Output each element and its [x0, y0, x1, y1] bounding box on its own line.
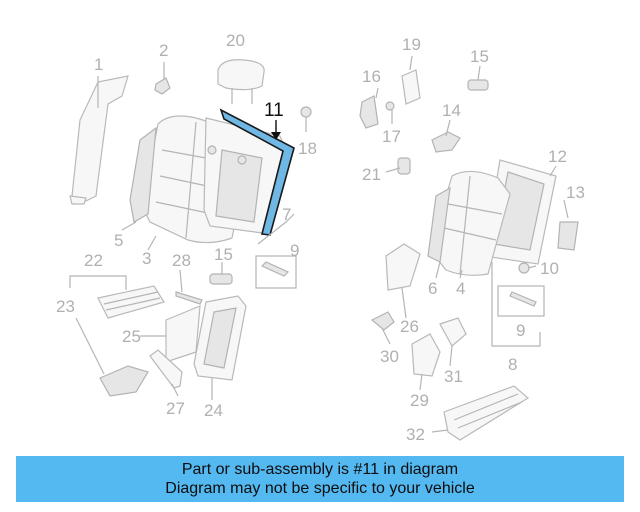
callout-25: 25 — [122, 327, 141, 346]
callout-14: 14 — [442, 101, 461, 120]
callout-17: 17 — [382, 127, 401, 146]
callout-32: 32 — [406, 425, 425, 444]
part-17-screw — [385, 101, 395, 111]
callout-leaders — [97, 55, 569, 433]
callout-8: 8 — [508, 355, 517, 374]
callout-15-left: 15 — [214, 245, 233, 264]
callout-20: 20 — [226, 31, 245, 50]
callout-13: 13 — [566, 183, 585, 202]
part-9-bolt-kit-right — [497, 285, 545, 317]
part-11-highlighted-strip — [219, 108, 295, 236]
callout-22: 22 — [84, 251, 103, 270]
part-8-leader — [491, 262, 541, 347]
part-30-clip — [370, 311, 395, 331]
callout-12: 12 — [548, 147, 567, 166]
callout-29: 29 — [410, 391, 429, 410]
callout-31: 31 — [444, 367, 463, 386]
part-20-headrest — [217, 59, 265, 104]
part-14-hinge — [431, 131, 461, 153]
callout-3: 3 — [142, 249, 151, 268]
callout-15-right: 15 — [470, 47, 489, 66]
part-18-cap — [300, 106, 312, 132]
callout-24: 24 — [204, 401, 223, 420]
part-25-panel — [165, 305, 201, 363]
part-32-rail — [443, 385, 530, 441]
part-16-bracket — [359, 95, 379, 129]
callout-10: 10 — [540, 259, 559, 278]
part-31-bracket — [439, 317, 467, 347]
callout-11-arrow — [271, 120, 281, 140]
part-9-bolt-kit-left — [255, 255, 297, 289]
part-15-bolt-left — [209, 273, 233, 285]
part-1-side-trim — [69, 75, 129, 205]
callout-23: 23 — [56, 297, 75, 316]
callout-27: 27 — [166, 399, 185, 418]
banner-line-1: Part or sub-assembly is #11 in diagram — [181, 461, 459, 478]
part-19-latch-cover — [401, 69, 421, 105]
part-2-clip — [154, 77, 171, 95]
part-29-bracket — [411, 333, 441, 377]
callout-28: 28 — [172, 251, 191, 270]
part-4-right-cushion — [429, 170, 511, 276]
part-10-nut — [518, 262, 530, 274]
callout-9-left: 9 — [290, 241, 299, 260]
part-21-plug — [397, 157, 411, 175]
info-banner: Part or sub-assembly is #11 in diagram D… — [16, 456, 624, 502]
part-26-hinge-bracket — [385, 243, 421, 291]
callout-26: 26 — [400, 317, 419, 336]
callout-7: 7 — [282, 205, 291, 224]
part-13-bracket-right — [557, 221, 579, 251]
callout-21: 21 — [362, 165, 381, 184]
callout-5: 5 — [114, 231, 123, 250]
callout-16: 16 — [362, 67, 381, 86]
part-27-strip — [149, 349, 183, 389]
callout-numbers: 1 2 20 11 18 5 3 7 9 15 22 28 23 25 27 2… — [56, 31, 585, 444]
parts-diagram: 1 2 20 11 18 5 3 7 9 15 22 28 23 25 27 2… — [56, 31, 585, 444]
callout-11: 11 — [264, 100, 284, 121]
callout-18: 18 — [298, 139, 317, 158]
callout-9-right: 9 — [516, 321, 525, 340]
callout-2: 2 — [159, 41, 168, 60]
callout-30: 30 — [380, 347, 399, 366]
callout-4: 4 — [456, 279, 465, 298]
part-23-mat — [75, 317, 149, 397]
banner-line-2: Diagram may not be specific to your vehi… — [165, 480, 475, 497]
part-7-bracket — [257, 213, 295, 245]
part-24-frame — [193, 295, 247, 381]
callout-19: 19 — [402, 35, 421, 54]
part-28-bar — [175, 291, 203, 305]
part-22-seat-pad — [69, 275, 165, 319]
part-15-bolt-right — [467, 79, 489, 91]
callout-1: 1 — [94, 55, 103, 74]
callout-6: 6 — [428, 279, 437, 298]
part-5-side-cover — [129, 126, 157, 223]
